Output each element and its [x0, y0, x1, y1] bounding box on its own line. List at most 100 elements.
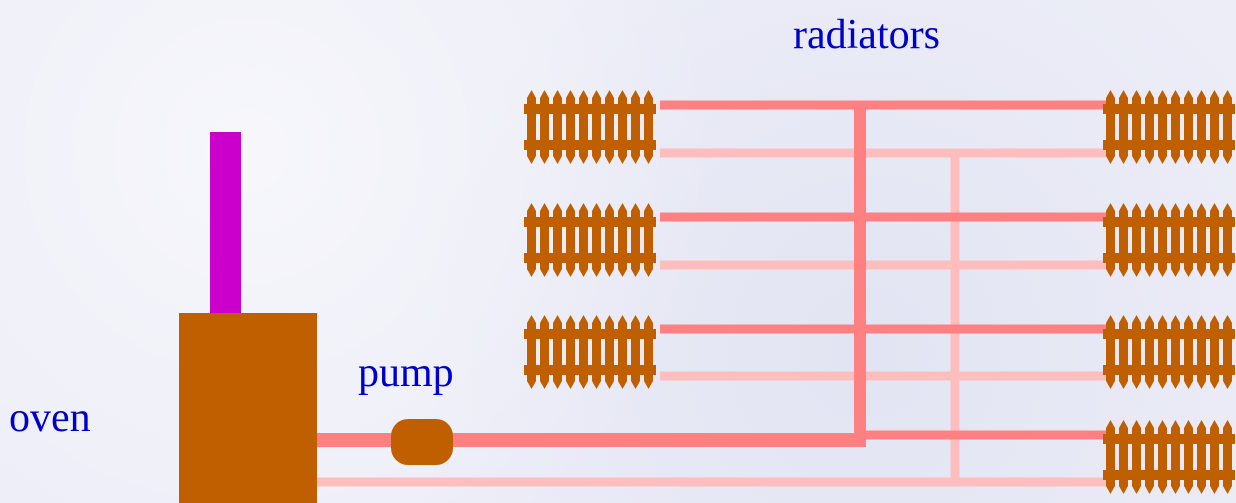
radiator-fin: [1145, 315, 1154, 389]
radiator-fin: [566, 90, 575, 164]
radiator-fin: [631, 203, 640, 277]
radiator-fin: [605, 203, 614, 277]
radiator-fin: [1145, 203, 1154, 277]
radiator-fin: [579, 90, 588, 164]
radiator-fin: [618, 203, 627, 277]
radiator-fin: [1184, 203, 1193, 277]
radiator-bar: [1103, 365, 1235, 375]
radiator-bar: [1103, 104, 1235, 114]
radiator-fin: [1119, 90, 1128, 164]
radiator-fin: [1210, 203, 1219, 277]
radiator-icon: [1103, 315, 1235, 389]
radiators-group: [524, 90, 1235, 494]
radiator-fin: [1106, 203, 1115, 277]
radiator-fin: [1197, 315, 1206, 389]
radiator-bar: [1103, 140, 1235, 150]
radiator-icon: [1103, 90, 1235, 164]
radiator-bar: [524, 217, 656, 227]
radiator-fin: [1223, 420, 1232, 494]
radiator-fin: [605, 90, 614, 164]
radiator-fin: [605, 315, 614, 389]
radiator-bar: [1103, 329, 1235, 339]
radiator-fin: [527, 90, 536, 164]
radiator-fin: [1158, 203, 1167, 277]
radiator-fin: [1210, 420, 1219, 494]
radiator-fin: [1184, 90, 1193, 164]
radiator-fin: [1145, 420, 1154, 494]
radiator-bar: [1103, 470, 1235, 480]
radiator-fin: [1132, 420, 1141, 494]
radiator-fin: [527, 315, 536, 389]
pump-icon: [391, 419, 453, 465]
radiator-bar: [524, 329, 656, 339]
radiator-fin: [1119, 315, 1128, 389]
radiator-icon: [524, 315, 656, 389]
radiator-fin: [644, 203, 653, 277]
radiator-fin: [1158, 420, 1167, 494]
radiator-fin: [1171, 203, 1180, 277]
radiator-fin: [1171, 420, 1180, 494]
radiator-fin: [1210, 315, 1219, 389]
radiator-fin: [1197, 203, 1206, 277]
radiator-bar: [524, 140, 656, 150]
radiator-fin: [1171, 90, 1180, 164]
radiator-fin: [1119, 420, 1128, 494]
radiator-fin: [1197, 90, 1206, 164]
radiator-fin: [1158, 90, 1167, 164]
radiator-fin: [1132, 315, 1141, 389]
radiator-fin: [1171, 315, 1180, 389]
radiators-label: radiators: [793, 12, 940, 58]
oven-label: oven: [9, 395, 91, 441]
radiator-fin: [1158, 315, 1167, 389]
return-pipes: [317, 148, 1112, 487]
radiator-fin: [631, 90, 640, 164]
radiator-fin: [566, 203, 575, 277]
radiator-bar: [524, 365, 656, 375]
pump-label: pump: [358, 350, 454, 396]
radiator-fin: [631, 315, 640, 389]
radiator-fin: [540, 203, 549, 277]
radiator-bar: [524, 253, 656, 263]
radiator-fin: [553, 90, 562, 164]
radiator-fin: [1132, 90, 1141, 164]
radiator-fin: [579, 203, 588, 277]
radiator-fin: [1106, 90, 1115, 164]
chimney: [210, 132, 241, 314]
radiator-fin: [618, 315, 627, 389]
radiator-fin: [1132, 203, 1141, 277]
radiator-bar: [1103, 217, 1235, 227]
radiator-icon: [1103, 203, 1235, 277]
radiator-bar: [1103, 253, 1235, 263]
radiator-fin: [1223, 315, 1232, 389]
radiator-fin: [644, 315, 653, 389]
radiator-fin: [1106, 315, 1115, 389]
radiator-fin: [644, 90, 653, 164]
radiator-fin: [527, 203, 536, 277]
radiator-fin: [1223, 90, 1232, 164]
radiator-fin: [1197, 420, 1206, 494]
radiator-icon: [524, 90, 656, 164]
radiator-fin: [618, 90, 627, 164]
radiator-icon: [1103, 420, 1235, 494]
radiator-fin: [1210, 90, 1219, 164]
radiator-fin: [540, 90, 549, 164]
radiator-fin: [1223, 203, 1232, 277]
radiator-fin: [579, 315, 588, 389]
radiator-bar: [524, 104, 656, 114]
radiator-icon: [524, 203, 656, 277]
oven-box: [179, 313, 317, 503]
radiator-fin: [592, 203, 601, 277]
radiator-fin: [1145, 90, 1154, 164]
radiator-fin: [553, 315, 562, 389]
radiator-fin: [592, 90, 601, 164]
radiator-fin: [1119, 203, 1128, 277]
radiator-bar: [1103, 434, 1235, 444]
radiator-fin: [1106, 420, 1115, 494]
radiator-fin: [540, 315, 549, 389]
radiator-fin: [566, 315, 575, 389]
radiator-fin: [1184, 420, 1193, 494]
radiator-fin: [592, 315, 601, 389]
radiator-fin: [553, 203, 562, 277]
radiator-fin: [1184, 315, 1193, 389]
